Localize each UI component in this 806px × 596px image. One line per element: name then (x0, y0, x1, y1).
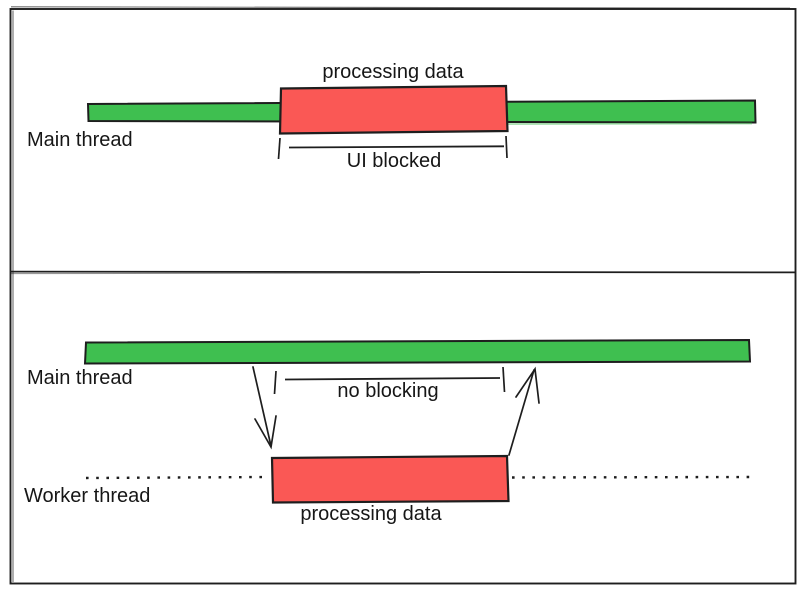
worker-processing-label: processing data (300, 503, 442, 525)
bracket-line (288, 145, 505, 149)
up-arrow-shaft (508, 369, 535, 456)
bracket-left-tick (277, 137, 281, 160)
bracket-right-tick (502, 366, 506, 393)
bottom-main-thread-label: Main thread (27, 367, 133, 389)
frame-rough-stroke (10, 6, 791, 582)
top-main-thread-label: Main thread (27, 129, 133, 151)
down-arrow-shaft (252, 366, 272, 447)
frame-rect (9, 8, 797, 585)
main-thread-bar-bottom (83, 338, 752, 365)
bracket-right-tick (505, 135, 508, 159)
worker-thread-label: Worker thread (24, 485, 151, 507)
ui-blocked-bracket (277, 135, 508, 160)
outer-frame (9, 6, 797, 585)
up-arrow-head (515, 366, 540, 404)
no-blocking-label: no blocking (337, 380, 439, 402)
bracket-line (284, 377, 501, 381)
processing-block-top (278, 84, 509, 135)
worker-dotted-right (511, 475, 751, 479)
bracket-left-tick (273, 370, 277, 395)
top-processing-label: processing data (322, 61, 464, 83)
ui-blocked-label: UI blocked (346, 150, 442, 172)
panel-divider (9, 270, 797, 274)
no-blocking-bracket (273, 366, 506, 395)
top-panel (86, 84, 757, 160)
down-arrow (252, 366, 277, 450)
processing-block-worker (270, 454, 510, 504)
bottom-panel (83, 338, 752, 504)
up-arrow (508, 366, 540, 456)
panel-divider-rough (9, 272, 421, 275)
worker-dotted-left (85, 475, 269, 480)
down-arrow-head (254, 415, 277, 450)
